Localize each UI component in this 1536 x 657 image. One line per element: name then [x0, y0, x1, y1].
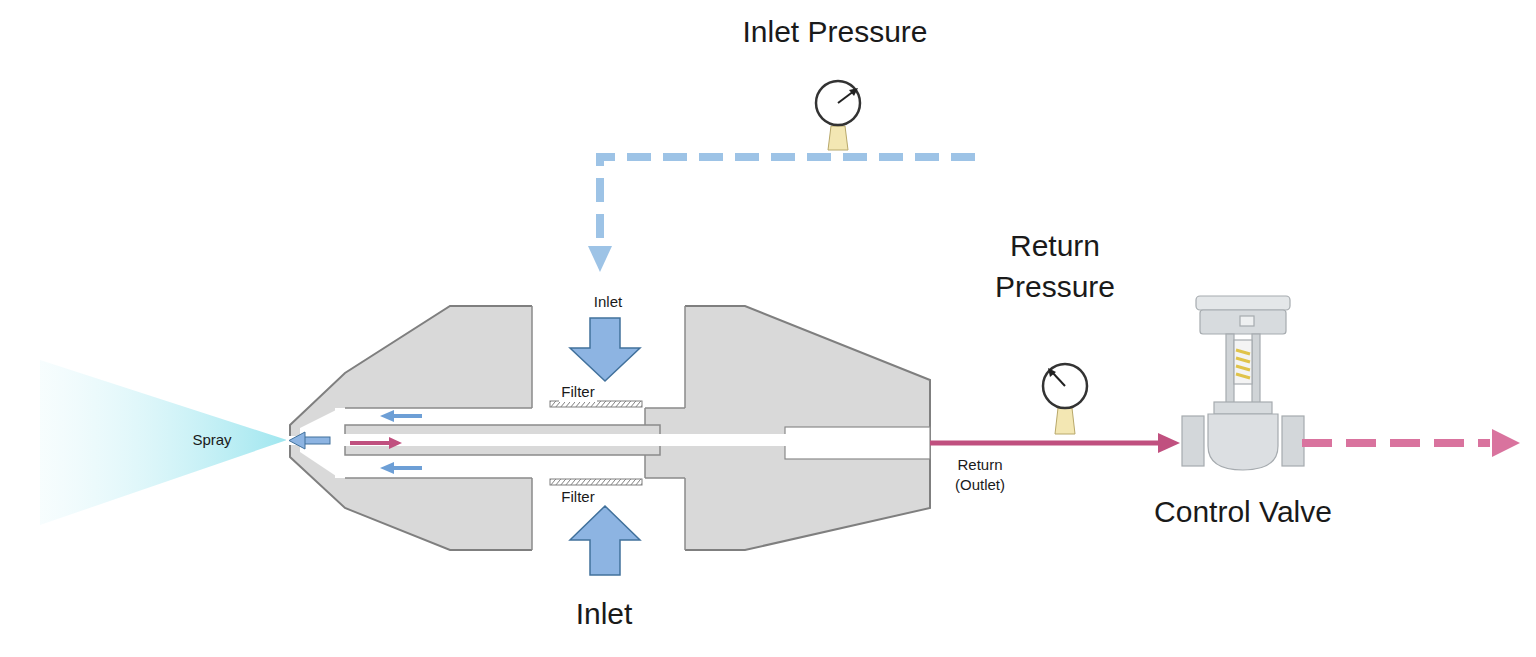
inlet-arrow	[570, 318, 640, 381]
valve-label: Control Valve	[1154, 492, 1332, 533]
inlet-line-head	[588, 246, 612, 272]
return-line	[930, 441, 1162, 446]
control-valve	[1182, 296, 1304, 470]
spray-cone	[40, 360, 287, 525]
outlet-line-head	[1492, 429, 1520, 457]
part-label: Filter	[559, 382, 596, 402]
inlet-line	[600, 157, 975, 248]
gauge-label: Inlet Pressure	[742, 12, 927, 53]
outlet-line	[1302, 439, 1490, 447]
flow-arrow	[289, 410, 422, 474]
return-line-head	[1158, 433, 1180, 453]
inlet-arrow	[570, 506, 640, 575]
gauge-label: Return Pressure	[970, 226, 1140, 307]
pressure-gauge	[1043, 364, 1087, 434]
port-label: Inlet	[576, 594, 633, 635]
spray-label: Spray	[192, 430, 231, 450]
return-flow-arrow	[350, 437, 402, 449]
port-label: Inlet	[592, 292, 624, 312]
filter-screen	[550, 479, 642, 485]
part-label: Filter	[559, 487, 596, 507]
port-label: Return (Outlet)	[940, 455, 1020, 496]
pressure-gauge	[816, 81, 860, 150]
